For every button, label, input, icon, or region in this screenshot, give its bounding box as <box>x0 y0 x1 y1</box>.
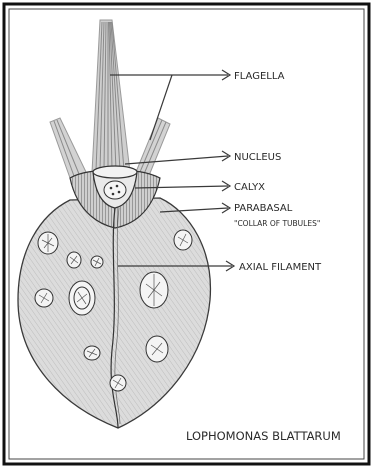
vacuole <box>146 336 168 362</box>
vacuole <box>67 252 81 268</box>
vacuole <box>69 281 95 315</box>
label-axial-filament: AXIAL FILAMENT <box>239 262 322 273</box>
vacuole <box>35 289 53 307</box>
flagella-bundle <box>50 20 170 178</box>
vacuole <box>38 232 58 254</box>
label-nucleus: NUCLEUS <box>234 152 281 163</box>
vacuole <box>140 272 168 308</box>
label-parabasal: PARABASAL <box>234 203 293 214</box>
vacuole <box>174 230 192 250</box>
nucleus-body <box>104 181 126 199</box>
vacuole <box>84 346 100 360</box>
vacuole <box>110 375 126 391</box>
diagram-title: LOPHOMONAS BLATTARUM <box>186 429 341 443</box>
label-calyx: CALYX <box>234 182 265 193</box>
calyx-rim <box>93 166 137 178</box>
label-collar-of-tubules: "COLLAR OF TUBULES" <box>234 219 320 228</box>
vacuole <box>91 256 103 268</box>
label-flagella: FLAGELLA <box>234 71 285 82</box>
